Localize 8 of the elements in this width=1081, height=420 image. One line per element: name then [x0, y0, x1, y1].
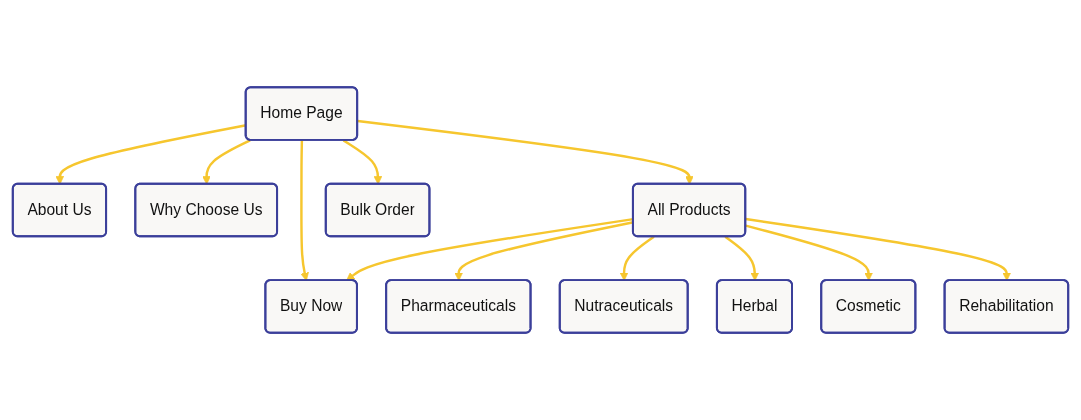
arrow — [342, 139, 383, 185]
arrow — [202, 139, 251, 185]
arrow — [745, 217, 1011, 281]
arrow — [357, 119, 694, 185]
arrow — [300, 140, 309, 281]
arrow — [745, 224, 873, 281]
arrow — [619, 235, 655, 281]
arrow — [724, 235, 760, 281]
